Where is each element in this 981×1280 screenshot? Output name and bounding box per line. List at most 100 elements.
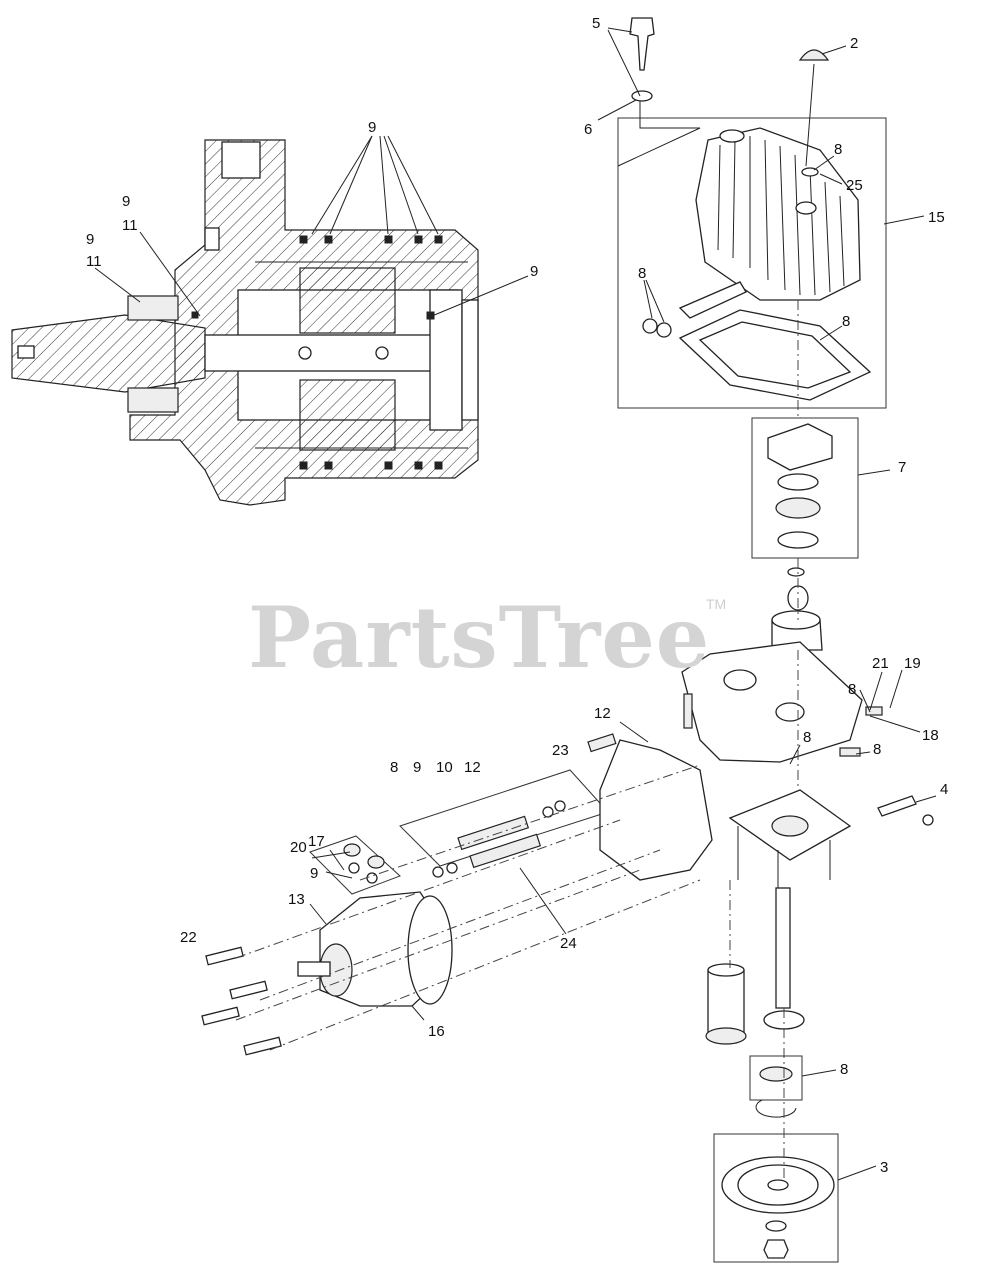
pump-block: [771, 567, 823, 651]
finned-cover: [695, 127, 861, 301]
callout-8: 8: [638, 265, 646, 282]
control-arm-washer-1: [642, 318, 658, 334]
callout-22: 22: [180, 929, 197, 946]
check-valve-2: [839, 747, 861, 757]
center-section: [681, 641, 863, 763]
callout-18: 18: [922, 727, 939, 744]
pump-shaft: [775, 887, 791, 1009]
cylinder-block-upper: [299, 267, 396, 334]
leader-lines: [94, 27, 937, 1181]
thrust-washer-2: [777, 531, 819, 549]
swash-plate-assembly: [751, 417, 891, 559]
center-port-left: [723, 669, 757, 691]
callout-13: 13: [288, 891, 305, 908]
control-arm-washer-2: [656, 322, 672, 338]
callout-8: 8: [834, 141, 842, 158]
pulley-kit-box: [713, 1133, 839, 1263]
cover-assembly: [617, 17, 887, 409]
valve-1: [343, 843, 361, 857]
callout-9: 9: [413, 759, 421, 776]
valve-2: [367, 855, 385, 869]
center-port-right: [775, 702, 805, 722]
center-bolt: [683, 693, 693, 729]
bolt-2: [229, 980, 268, 1000]
callout-2: 2: [850, 35, 858, 52]
callout-8: 8: [873, 741, 881, 758]
cover-fill-port: [719, 129, 745, 143]
upper-flange: [221, 141, 261, 179]
input-shaft: [11, 314, 206, 393]
pin-2: [469, 833, 542, 869]
end-cap-bolt: [587, 733, 617, 753]
swash-kit-box: [751, 417, 859, 559]
callout-15: 15: [928, 209, 945, 226]
charge-pump: [728, 789, 852, 890]
callout-4: 4: [940, 781, 948, 798]
valve-kit-box: [309, 835, 401, 895]
shaft-hole-2: [375, 346, 389, 360]
callout-24: 24: [560, 935, 577, 952]
callout-5: 5: [592, 15, 600, 32]
callout-25: 25: [846, 177, 863, 194]
motor-output-shaft: [297, 961, 331, 977]
pulley-assembly: [713, 1133, 839, 1263]
bolt-1: [205, 946, 244, 966]
callout-8: 8: [803, 729, 811, 746]
callout-11: 11: [86, 253, 102, 270]
assembly-lines: [235, 300, 799, 1180]
callout-10: 10: [436, 759, 453, 776]
callout-9: 9: [368, 119, 376, 136]
callout-9: 9: [86, 231, 94, 248]
callout-21: 21: [872, 655, 889, 672]
bypass-arm: [877, 795, 917, 817]
callout-11: 11: [122, 217, 138, 234]
motor-group: [201, 733, 713, 1056]
cover-kit-box: [617, 117, 887, 409]
swash-plate: [767, 423, 833, 471]
section-view: [11, 139, 479, 506]
center-housing: [681, 641, 934, 826]
callout-8: 8: [848, 681, 856, 698]
cylinder-block-lower: [299, 379, 396, 451]
pulley-washer: [765, 1220, 787, 1232]
spring-retainer: [787, 567, 805, 577]
bearing-kit-box: [749, 1055, 803, 1101]
end-plate: [461, 299, 479, 421]
shaft-seal-lower: [127, 387, 179, 413]
retaining-ring: [755, 1099, 797, 1118]
callout-19: 19: [904, 655, 921, 672]
thrust-bearing: [775, 497, 821, 519]
callout-9: 9: [530, 263, 538, 280]
callout-8: 8: [390, 759, 398, 776]
control-arm: [678, 281, 747, 319]
callout-23: 23: [552, 742, 569, 759]
filter-canister: [707, 969, 745, 1037]
motor-end-cap: [599, 739, 713, 881]
bolt-3: [201, 1006, 240, 1026]
callout-3: 3: [880, 1159, 888, 1176]
thrust-washer-1: [777, 473, 819, 491]
cover-fins: [717, 136, 845, 296]
upper-flange-bolt: [204, 227, 220, 251]
check-valve-1: [865, 706, 883, 716]
end-cap: [429, 289, 463, 431]
callout-7: 7: [898, 459, 906, 476]
fill-cap-o-ring: [631, 90, 653, 102]
bolt-4: [243, 1036, 282, 1056]
callout-9: 9: [122, 193, 130, 210]
bearing-assembly: [749, 1055, 803, 1118]
watermark-trademark: TM: [706, 596, 727, 612]
pulley-nut: [763, 1239, 789, 1259]
callout-12: 12: [594, 705, 611, 722]
cover-vent-port: [795, 201, 817, 215]
callout-9: 9: [310, 865, 318, 882]
callout-labels: 5 2 6 8 25 15 8 8 9 9 11 9 11 9 7 21 19 …: [86, 15, 948, 1176]
fill-cap: [629, 17, 655, 71]
shaft-key: [17, 345, 35, 359]
motor-end: [407, 895, 453, 1005]
bearing: [759, 1066, 793, 1082]
center-shaft: [204, 334, 451, 372]
callout-8: 8: [842, 313, 850, 330]
vent-plug: [798, 49, 830, 61]
